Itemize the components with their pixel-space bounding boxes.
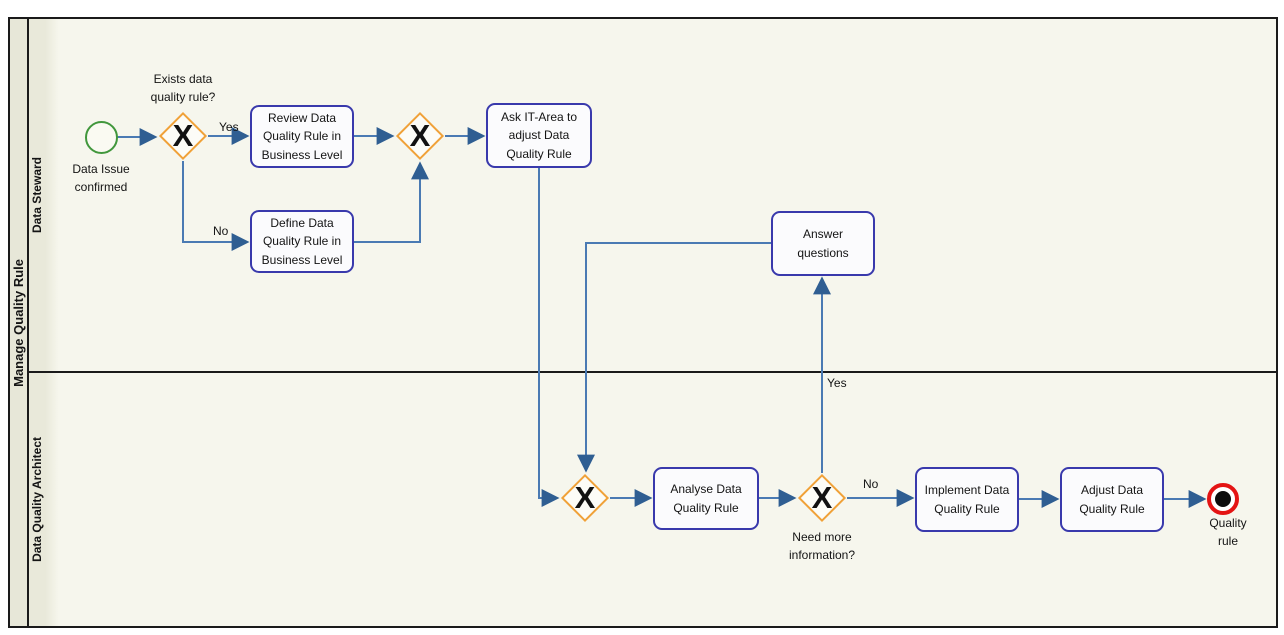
gateway-exists-data-quality-rule: X: [158, 111, 208, 161]
gateway-merge-architect: X: [560, 473, 610, 523]
task-ask-it-area: Ask IT-Area to adjust Data Quality Rule: [486, 103, 592, 168]
end-event: [1207, 483, 1239, 515]
xor-gateway-x-icon: X: [811, 480, 833, 515]
flow-define-to-merge-gateway: [354, 161, 429, 243]
task-review-data-quality-rule: Review Data Quality Rule in Business Lev…: [250, 105, 354, 168]
edge-label-need-info-yes: Yes: [827, 376, 847, 390]
gateway-merge-steward: X: [395, 111, 445, 161]
lane-data-steward: Data Steward: [29, 19, 1276, 373]
lanes-container: Data Steward Data Quality Architect: [29, 19, 1276, 626]
task-implement-data-quality-rule: Implement Data Quality Rule: [915, 467, 1019, 532]
lane-data-steward-header: Data Steward: [29, 19, 59, 371]
gateway-need-info-label: Need more information?: [788, 530, 856, 562]
lane-data-quality-architect: Data Quality Architect: [29, 373, 1276, 626]
task-analyse-data-quality-rule: Analyse Data Quality Rule: [653, 467, 759, 530]
xor-gateway-x-icon: X: [409, 118, 431, 153]
pool-title-band: Manage Quality Rule: [10, 19, 29, 626]
pool-manage-quality-rule: Manage Quality Rule Data Steward Data Qu…: [8, 17, 1278, 628]
gateway-exists-label: Exists data quality rule?: [150, 72, 216, 104]
task-adjust-data-quality-rule: Adjust Data Quality Rule: [1060, 467, 1164, 532]
lane-data-quality-architect-header: Data Quality Architect: [29, 373, 59, 626]
xor-gateway-x-icon: X: [172, 118, 194, 153]
start-event-label: Data Issue confirmed: [72, 162, 130, 194]
edge-label-exists-no: No: [213, 224, 229, 238]
task-answer-questions: Answer questions: [771, 211, 875, 276]
end-event-label: Quality rule: [1209, 516, 1247, 548]
edge-label-need-info-no: No: [863, 477, 879, 491]
task-label: Define Data Quality Rule in Business Lev…: [261, 215, 343, 267]
flow-answer-to-architect-merge: [577, 242, 771, 473]
flow-ask-it-to-architect-merge: [538, 168, 560, 507]
task-label: Analyse Data Quality Rule: [670, 481, 742, 515]
task-label: Ask IT-Area to adjust Data Quality Rule: [500, 109, 578, 161]
start-event: [85, 121, 118, 154]
task-label: Adjust Data Quality Rule: [1079, 482, 1145, 516]
edge-label-exists-yes: Yes: [219, 120, 239, 134]
gateway-need-more-information: X: [797, 473, 847, 523]
end-event-terminate-icon: [1215, 491, 1231, 507]
task-label: Answer questions: [797, 226, 849, 260]
task-define-data-quality-rule: Define Data Quality Rule in Business Lev…: [250, 210, 354, 273]
xor-gateway-x-icon: X: [574, 480, 596, 515]
flow-exists-no-to-define: [182, 161, 250, 251]
task-label: Review Data Quality Rule in Business Lev…: [261, 110, 343, 162]
task-label: Implement Data Quality Rule: [924, 482, 1010, 516]
